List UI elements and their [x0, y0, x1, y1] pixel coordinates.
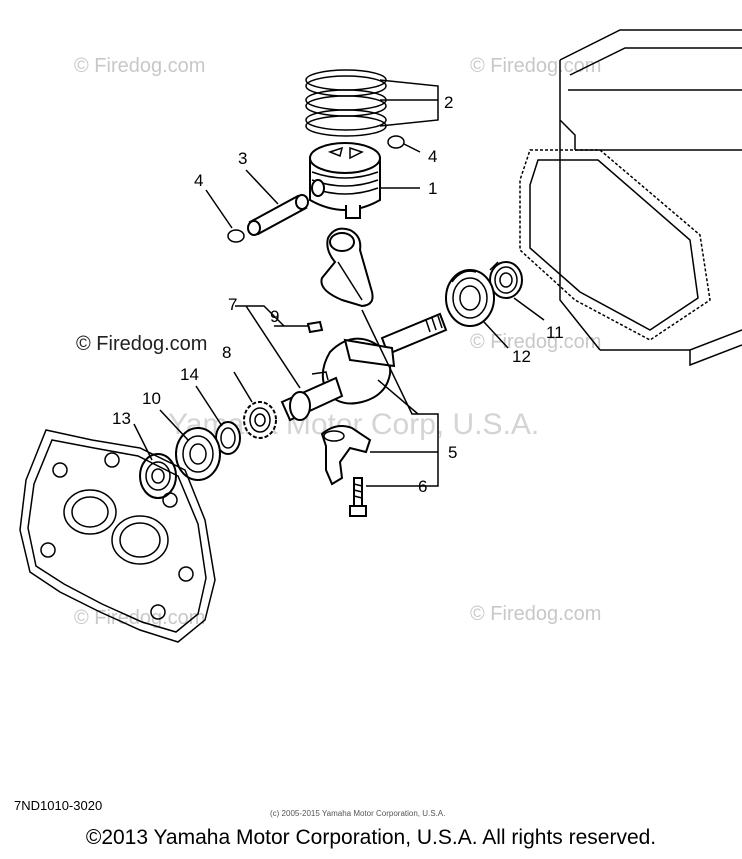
footer-copyright: ©2013 Yamaha Motor Corporation, U.S.A. A…: [85, 826, 657, 849]
bearing-12: [445, 269, 495, 327]
callout-12: 12: [512, 347, 531, 366]
leader-lines: [133, 79, 545, 487]
cylinder-gasket: [519, 149, 711, 341]
watermark-top-right: © Firedog.com: [470, 55, 601, 77]
callout-5: 5: [448, 443, 457, 462]
timing-gear: [243, 401, 277, 439]
oil-seal-13: [139, 453, 177, 499]
bearing-11: [489, 261, 523, 299]
callout-13: 13: [112, 409, 131, 428]
watermark-mid-left: © Firedog.com: [76, 333, 207, 355]
bearing-10: [175, 427, 221, 481]
piston: [309, 142, 381, 219]
rod-cap: [320, 425, 372, 486]
callout-9: 9: [270, 307, 279, 326]
watermark-bottom-right: © Firedog.com: [470, 603, 601, 625]
diagram-code: 7ND1010-3020: [14, 798, 103, 813]
callout-7: 7: [228, 295, 237, 314]
callout-4-right: 4: [428, 147, 437, 166]
watermark-mid-right: © Firedog.com: [470, 331, 601, 353]
watermark-bottom-left: © Firedog.com: [74, 607, 205, 629]
watermark-top-left: © Firedog.com: [74, 55, 205, 77]
callout-3: 3: [238, 149, 247, 168]
callout-6: 6: [418, 477, 427, 496]
connecting-rod: [320, 227, 374, 308]
callout-8: 8: [222, 343, 231, 362]
cylinder-block: [559, 29, 742, 367]
rod-bolt: [349, 477, 367, 517]
crankcase: [19, 429, 216, 643]
piston-pin: [247, 194, 309, 236]
callout-11: 11: [546, 323, 564, 342]
piston-rings: [305, 69, 387, 137]
small-copyright: (c) 2005-2015 Yamaha Motor Corporation, …: [270, 809, 446, 818]
callout-2: 2: [444, 93, 453, 112]
callout-10: 10: [142, 389, 161, 408]
callout-4-left: 4: [194, 171, 203, 190]
key-9: [306, 320, 324, 334]
callout-1: 1: [428, 179, 437, 198]
circlip-right: [387, 135, 405, 149]
crankshaft: [280, 312, 448, 422]
callout-14: 14: [180, 365, 199, 384]
circlip-left: [227, 229, 245, 243]
